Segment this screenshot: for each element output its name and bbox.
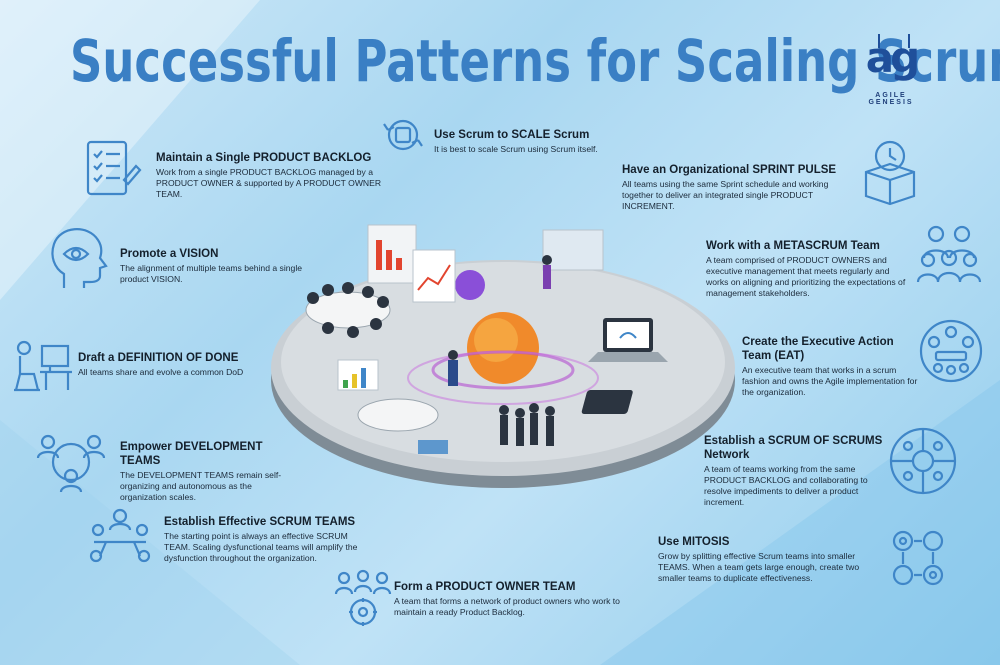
po-network-icon: [334, 568, 392, 630]
pattern-dod: Draft a DEFINITION OF DONE All teams sha…: [78, 351, 278, 378]
pattern-title: Maintain a Single PRODUCT BACKLOG: [156, 152, 372, 164]
pattern-title: Work with a METASCRUM Team: [706, 240, 880, 252]
pattern-title: Create the Executive Action Team (EAT): [742, 336, 894, 362]
cycle-arrows-icon: [378, 110, 428, 160]
pattern-desc: A team of teams working from the same PR…: [704, 464, 868, 507]
page-title: Successful Patterns for Scaling Scrum: [70, 28, 1000, 95]
team-triangle-icon: [36, 430, 106, 496]
checklist-icon: [80, 136, 142, 202]
pattern-title: Have an Organizational SPRINT PULSE: [622, 164, 837, 176]
pattern-title: Promote a VISION: [120, 248, 219, 260]
pattern-scrumteams: Establish Effective SCRUM TEAMS The star…: [164, 515, 364, 564]
pattern-backlog: Maintain a Single PRODUCT BACKLOG Work f…: [156, 151, 396, 200]
pattern-title: Draft a DEFINITION OF DONE: [78, 352, 239, 364]
pattern-po-team: Form a PRODUCT OWNER TEAM A team that fo…: [394, 580, 624, 618]
pattern-mitosis: Use MITOSIS Grow by splitting effective …: [658, 535, 884, 584]
logo-text: AGILE GENESIS: [868, 92, 914, 106]
pattern-desc: Work from a single PRODUCT BACKLOG manag…: [156, 167, 382, 199]
team-table-icon: [86, 508, 154, 566]
pattern-desc: Grow by splitting effective Scrum teams …: [658, 551, 860, 583]
pattern-title: Form a PRODUCT OWNER TEAM: [394, 581, 576, 593]
pattern-pulse: Have an Organizational SPRINT PULSE All …: [622, 163, 854, 212]
pattern-desc: The starting point is always an effectiv…: [164, 531, 358, 563]
pattern-desc: All teams share and evolve a common DoD: [78, 367, 244, 377]
agile-genesis-logo: ag AGILE GENESIS: [856, 33, 926, 106]
group-people-icon: [914, 220, 984, 284]
background-shape: [0, 420, 300, 665]
clock-box-icon: [858, 136, 922, 206]
pattern-title: Establish Effective SCRUM TEAMS: [164, 516, 356, 528]
pattern-devteams: Empower DEVELOPMENT TEAMS The DEVELOPMEN…: [120, 440, 300, 503]
pattern-desc: All teams using the same Sprint schedule…: [622, 179, 829, 211]
person-desk-icon: [10, 338, 74, 394]
pattern-vision: Promote a VISION The alignment of multip…: [120, 247, 320, 285]
network-wheel-icon: [888, 426, 958, 496]
pattern-desc: A team comprised of PRODUCT OWNERS and e…: [706, 255, 906, 298]
pattern-desc: The DEVELOPMENT TEAMS remain self-organi…: [120, 470, 282, 502]
pattern-sos: Establish a SCRUM OF SCRUMS Network A te…: [704, 434, 886, 508]
pattern-desc: The alignment of multiple teams behind a…: [120, 263, 303, 284]
pattern-title: Establish a SCRUM OF SCRUMS Network: [704, 435, 883, 461]
pattern-desc: It is best to scale Scrum using Scrum it…: [434, 144, 598, 154]
central-illustration: [268, 220, 738, 490]
pattern-desc: An executive team that works in a scrum …: [742, 365, 918, 397]
head-eye-icon: [44, 222, 110, 292]
pattern-title: Empower DEVELOPMENT TEAMS: [120, 441, 263, 467]
pattern-scale: Use Scrum to SCALE Scrum It is best to s…: [434, 128, 694, 155]
logo-mark: ag: [865, 33, 920, 82]
pattern-title: Use MITOSIS: [658, 536, 730, 548]
cell-split-icon: [888, 526, 948, 590]
meeting-circle-icon: [918, 318, 984, 384]
pattern-desc: A team that forms a network of product o…: [394, 596, 620, 617]
pattern-title: Use Scrum to SCALE Scrum: [434, 129, 590, 141]
pattern-eat: Create the Executive Action Team (EAT) A…: [742, 335, 918, 398]
background-shape: [0, 0, 260, 300]
pattern-metascrum: Work with a METASCRUM Team A team compri…: [706, 239, 912, 299]
